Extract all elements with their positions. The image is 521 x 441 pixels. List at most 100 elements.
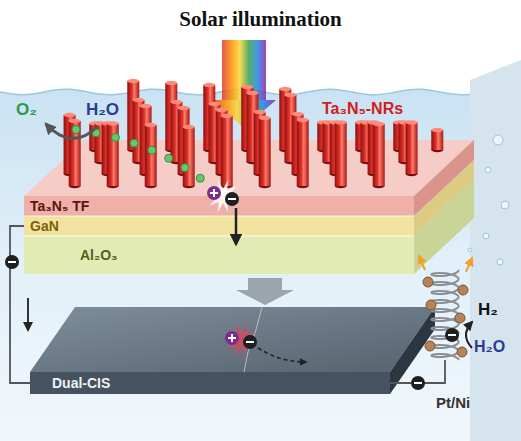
- nanorod: [373, 122, 385, 188]
- electron-symbol: [243, 335, 257, 349]
- hole-symbol: [207, 186, 221, 200]
- nanorod: [183, 125, 195, 188]
- nanorod: [145, 123, 157, 127]
- nanorod: [254, 110, 266, 114]
- dual-cis-slab: [244, 307, 262, 372]
- electron-symbol: [228, 198, 236, 200]
- hole-path-dots: [72, 126, 80, 134]
- nanorod: [165, 81, 177, 85]
- nanorod: [373, 124, 385, 186]
- nanorod: [69, 119, 81, 188]
- nanorod: [178, 106, 190, 110]
- nanorod: [292, 112, 304, 116]
- nanorod: [279, 87, 291, 91]
- current-direction-arrow: [27, 298, 29, 330]
- nanorod: [297, 118, 309, 122]
- electron-symbol: [225, 192, 239, 206]
- photoanode-stack: [24, 216, 414, 236]
- pt-ni-coil: [431, 270, 459, 360]
- excitation-burst: [206, 180, 240, 212]
- nanorod: [140, 104, 152, 108]
- layer-name: Ta₃N₅ TF: [30, 198, 89, 214]
- catalyst-particles: [423, 277, 468, 357]
- catalyst-particles: [458, 285, 468, 295]
- water-tank: [470, 60, 521, 441]
- nanorod: [259, 116, 271, 120]
- nanorod: [183, 125, 195, 129]
- hole-path-dots: [72, 126, 204, 183]
- nanorod: [170, 100, 182, 104]
- photoanode-stack: [414, 180, 474, 274]
- product-label: O₂: [16, 100, 37, 120]
- nanorod: [241, 85, 253, 89]
- part-label: Pt/Ni: [436, 394, 470, 411]
- nanorod: [221, 114, 233, 118]
- layer-name: GaN: [30, 218, 59, 234]
- nanorod: [246, 91, 258, 95]
- electron-symbol: [225, 192, 239, 206]
- nanorod: [406, 122, 418, 174]
- nanorod: [107, 121, 119, 188]
- electron-symbol: [243, 335, 257, 349]
- nanorod: [107, 121, 119, 125]
- gas-bubbles: [468, 135, 509, 265]
- nanorod: [259, 116, 271, 188]
- nanorod: [431, 130, 443, 150]
- electron-symbol: [5, 255, 19, 269]
- water-tank: [0, 60, 521, 441]
- electron-symbol: [414, 382, 422, 384]
- nanorod: [297, 118, 309, 188]
- nanorod: [259, 118, 271, 186]
- nanorod: [216, 108, 228, 112]
- catalyst-particles: [455, 313, 465, 323]
- gas-release-arrows: [419, 256, 472, 272]
- nanorod: [431, 128, 443, 132]
- catalyst-particles: [457, 347, 467, 357]
- electron-symbol: [8, 261, 16, 263]
- gas-release-arrows: [419, 256, 425, 270]
- layer-name: Dual-CIS: [52, 375, 110, 391]
- nanorod: [127, 79, 139, 83]
- electron-symbol: [445, 328, 459, 342]
- reactant-label: H₂O: [474, 338, 505, 356]
- nanorod: [183, 127, 195, 186]
- hole-path-dots: [130, 139, 138, 147]
- nanorod: [297, 120, 309, 186]
- part-label: Ta₃N₅-NRs: [322, 100, 403, 118]
- nanorod: [208, 102, 220, 106]
- layer-name: Al₂O₃: [80, 247, 118, 263]
- nanorod: [221, 116, 233, 186]
- electron-symbol: [448, 334, 456, 336]
- nanorod: [132, 98, 144, 102]
- hole-path-dots: [196, 174, 204, 182]
- stacking-arrow: [236, 278, 294, 305]
- nanorod: [221, 114, 233, 188]
- electron-transfer-arrow: [235, 208, 238, 244]
- gas-bubbles: [485, 167, 491, 173]
- nanorod: [145, 125, 157, 186]
- hole-symbol: [213, 189, 215, 197]
- catalyst-particles: [423, 277, 433, 287]
- excitation-burst: [223, 323, 259, 357]
- nanorod: [335, 122, 347, 186]
- hole-symbol: [231, 334, 233, 342]
- nanorod: [145, 123, 157, 188]
- hole-symbol: [207, 186, 221, 200]
- gas-bubbles: [468, 248, 472, 252]
- dual-cis-slab: [30, 307, 435, 394]
- hole-path-dots: [148, 146, 156, 154]
- electron-symbol: [445, 328, 459, 342]
- hydrogen-evolution-arrow: [466, 322, 472, 348]
- nanorod: [373, 122, 385, 126]
- catalyst-particles: [425, 341, 435, 351]
- nanorod: [406, 120, 418, 124]
- pt-ni-coil: [431, 270, 459, 360]
- reactant-label: H₂O: [86, 100, 119, 120]
- nanorod: [335, 120, 347, 124]
- nanorod: [69, 121, 81, 186]
- thin-film-layer: Ta₃N₅ TF: [24, 196, 414, 216]
- nanorod: [69, 119, 81, 123]
